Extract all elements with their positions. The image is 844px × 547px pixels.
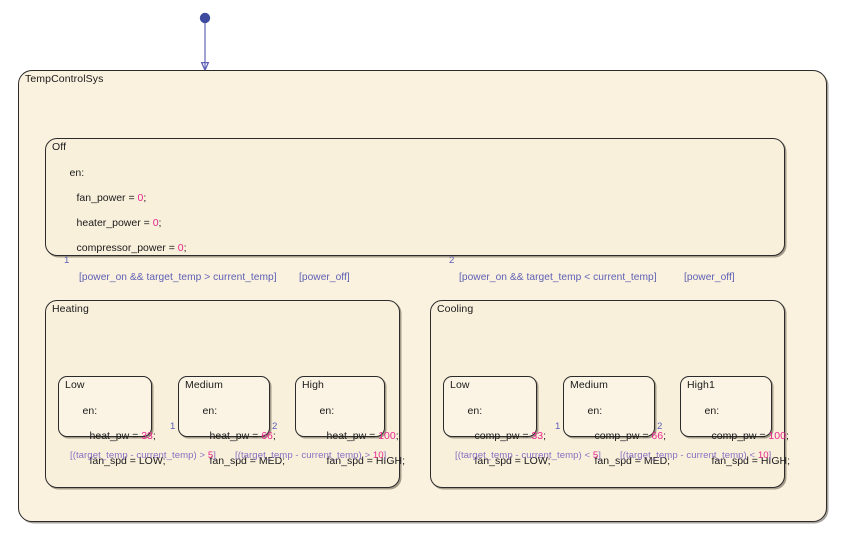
state-heating-medium[interactable]: Medium en: heat_pw = 66; fan_spd = MED; bbox=[178, 376, 285, 467]
condition-cooling-low-medium: [(target_temp - current_temp) < 5] bbox=[455, 450, 601, 461]
state-cooling-low[interactable]: Low en: comp_pw = 33; fan_spd = LOW; bbox=[443, 376, 551, 467]
transition-order-heat-medium-high: 2 bbox=[272, 421, 278, 432]
state-name-cooling-high1: High1 bbox=[687, 379, 715, 391]
state-name-heating-low: Low bbox=[65, 379, 85, 391]
state-actions-cooling-medium: en: comp_pw = 66; fan_spd = MED; bbox=[587, 404, 671, 467]
transition-order-cool-medium-high: 2 bbox=[657, 421, 663, 432]
state-name-off: Off bbox=[52, 141, 67, 153]
state-name-heating-medium: Medium bbox=[185, 379, 223, 391]
state-actions-cooling-low: en: comp_pw = 33; fan_spd = LOW; bbox=[467, 404, 551, 467]
state-name-cooling: Cooling bbox=[437, 303, 474, 315]
state-heating-high[interactable]: High en: heat_pw = 100; fan_spd = HIGH; bbox=[295, 376, 405, 467]
condition-cooling-medium-high: [(target_temp - current_temp) < 10] bbox=[620, 450, 772, 461]
condition-heating-medium-high: [(target_temp - current_temp) > 10] bbox=[235, 450, 387, 461]
state-actions-heating-high: en: heat_pw = 100; fan_spd = HIGH; bbox=[319, 404, 406, 467]
default-transition-junction-chart bbox=[199, 12, 211, 24]
state-name-cooling-low: Low bbox=[450, 379, 470, 391]
state-name-heating-high: High bbox=[302, 379, 324, 391]
state-heating-low[interactable]: Low en: heat_pw = 33; fan_spd = LOW; bbox=[58, 376, 166, 467]
transition-label-off-to-cooling: [power_on && target_temp < current_temp] bbox=[459, 272, 657, 283]
state-actions-heating-medium: en: heat_pw = 66; fan_spd = MED; bbox=[202, 404, 286, 467]
condition-heating-low-medium: [(target_temp - current_temp) > 5] bbox=[70, 450, 216, 461]
state-name-cooling-medium: Medium bbox=[570, 379, 608, 391]
transition-label-heating-to-off: [power_off] bbox=[299, 272, 350, 283]
state-actions-off: en: fan_power = 0; heater_power = 0; com… bbox=[69, 166, 187, 255]
state-name-tempcontrolsys: TempControlSys bbox=[25, 73, 104, 85]
transition-order-off-to-cooling: 2 bbox=[449, 255, 455, 266]
transition-label-cooling-to-off: [power_off] bbox=[684, 272, 735, 283]
state-actions-heating-low: en: heat_pw = 33; fan_spd = LOW; bbox=[82, 404, 166, 467]
transition-label-off-to-heating: [power_on && target_temp > current_temp] bbox=[79, 272, 277, 283]
transition-order-off-to-heating: 1 bbox=[64, 255, 70, 266]
state-off[interactable]: Off en: fan_power = 0; heater_power = 0;… bbox=[45, 138, 785, 256]
state-name-heating: Heating bbox=[52, 303, 89, 315]
transition-order-cool-medium-low: 1 bbox=[555, 421, 561, 432]
transition-order-heat-medium-low: 1 bbox=[170, 421, 176, 432]
state-cooling-high1[interactable]: High1 en: comp_pw = 100; fan_spd = HIGH; bbox=[680, 376, 790, 467]
state-actions-cooling-high1: en: comp_pw = 100; fan_spd = HIGH; bbox=[704, 404, 791, 467]
state-cooling-medium[interactable]: Medium en: comp_pw = 66; fan_spd = MED; bbox=[563, 376, 670, 467]
